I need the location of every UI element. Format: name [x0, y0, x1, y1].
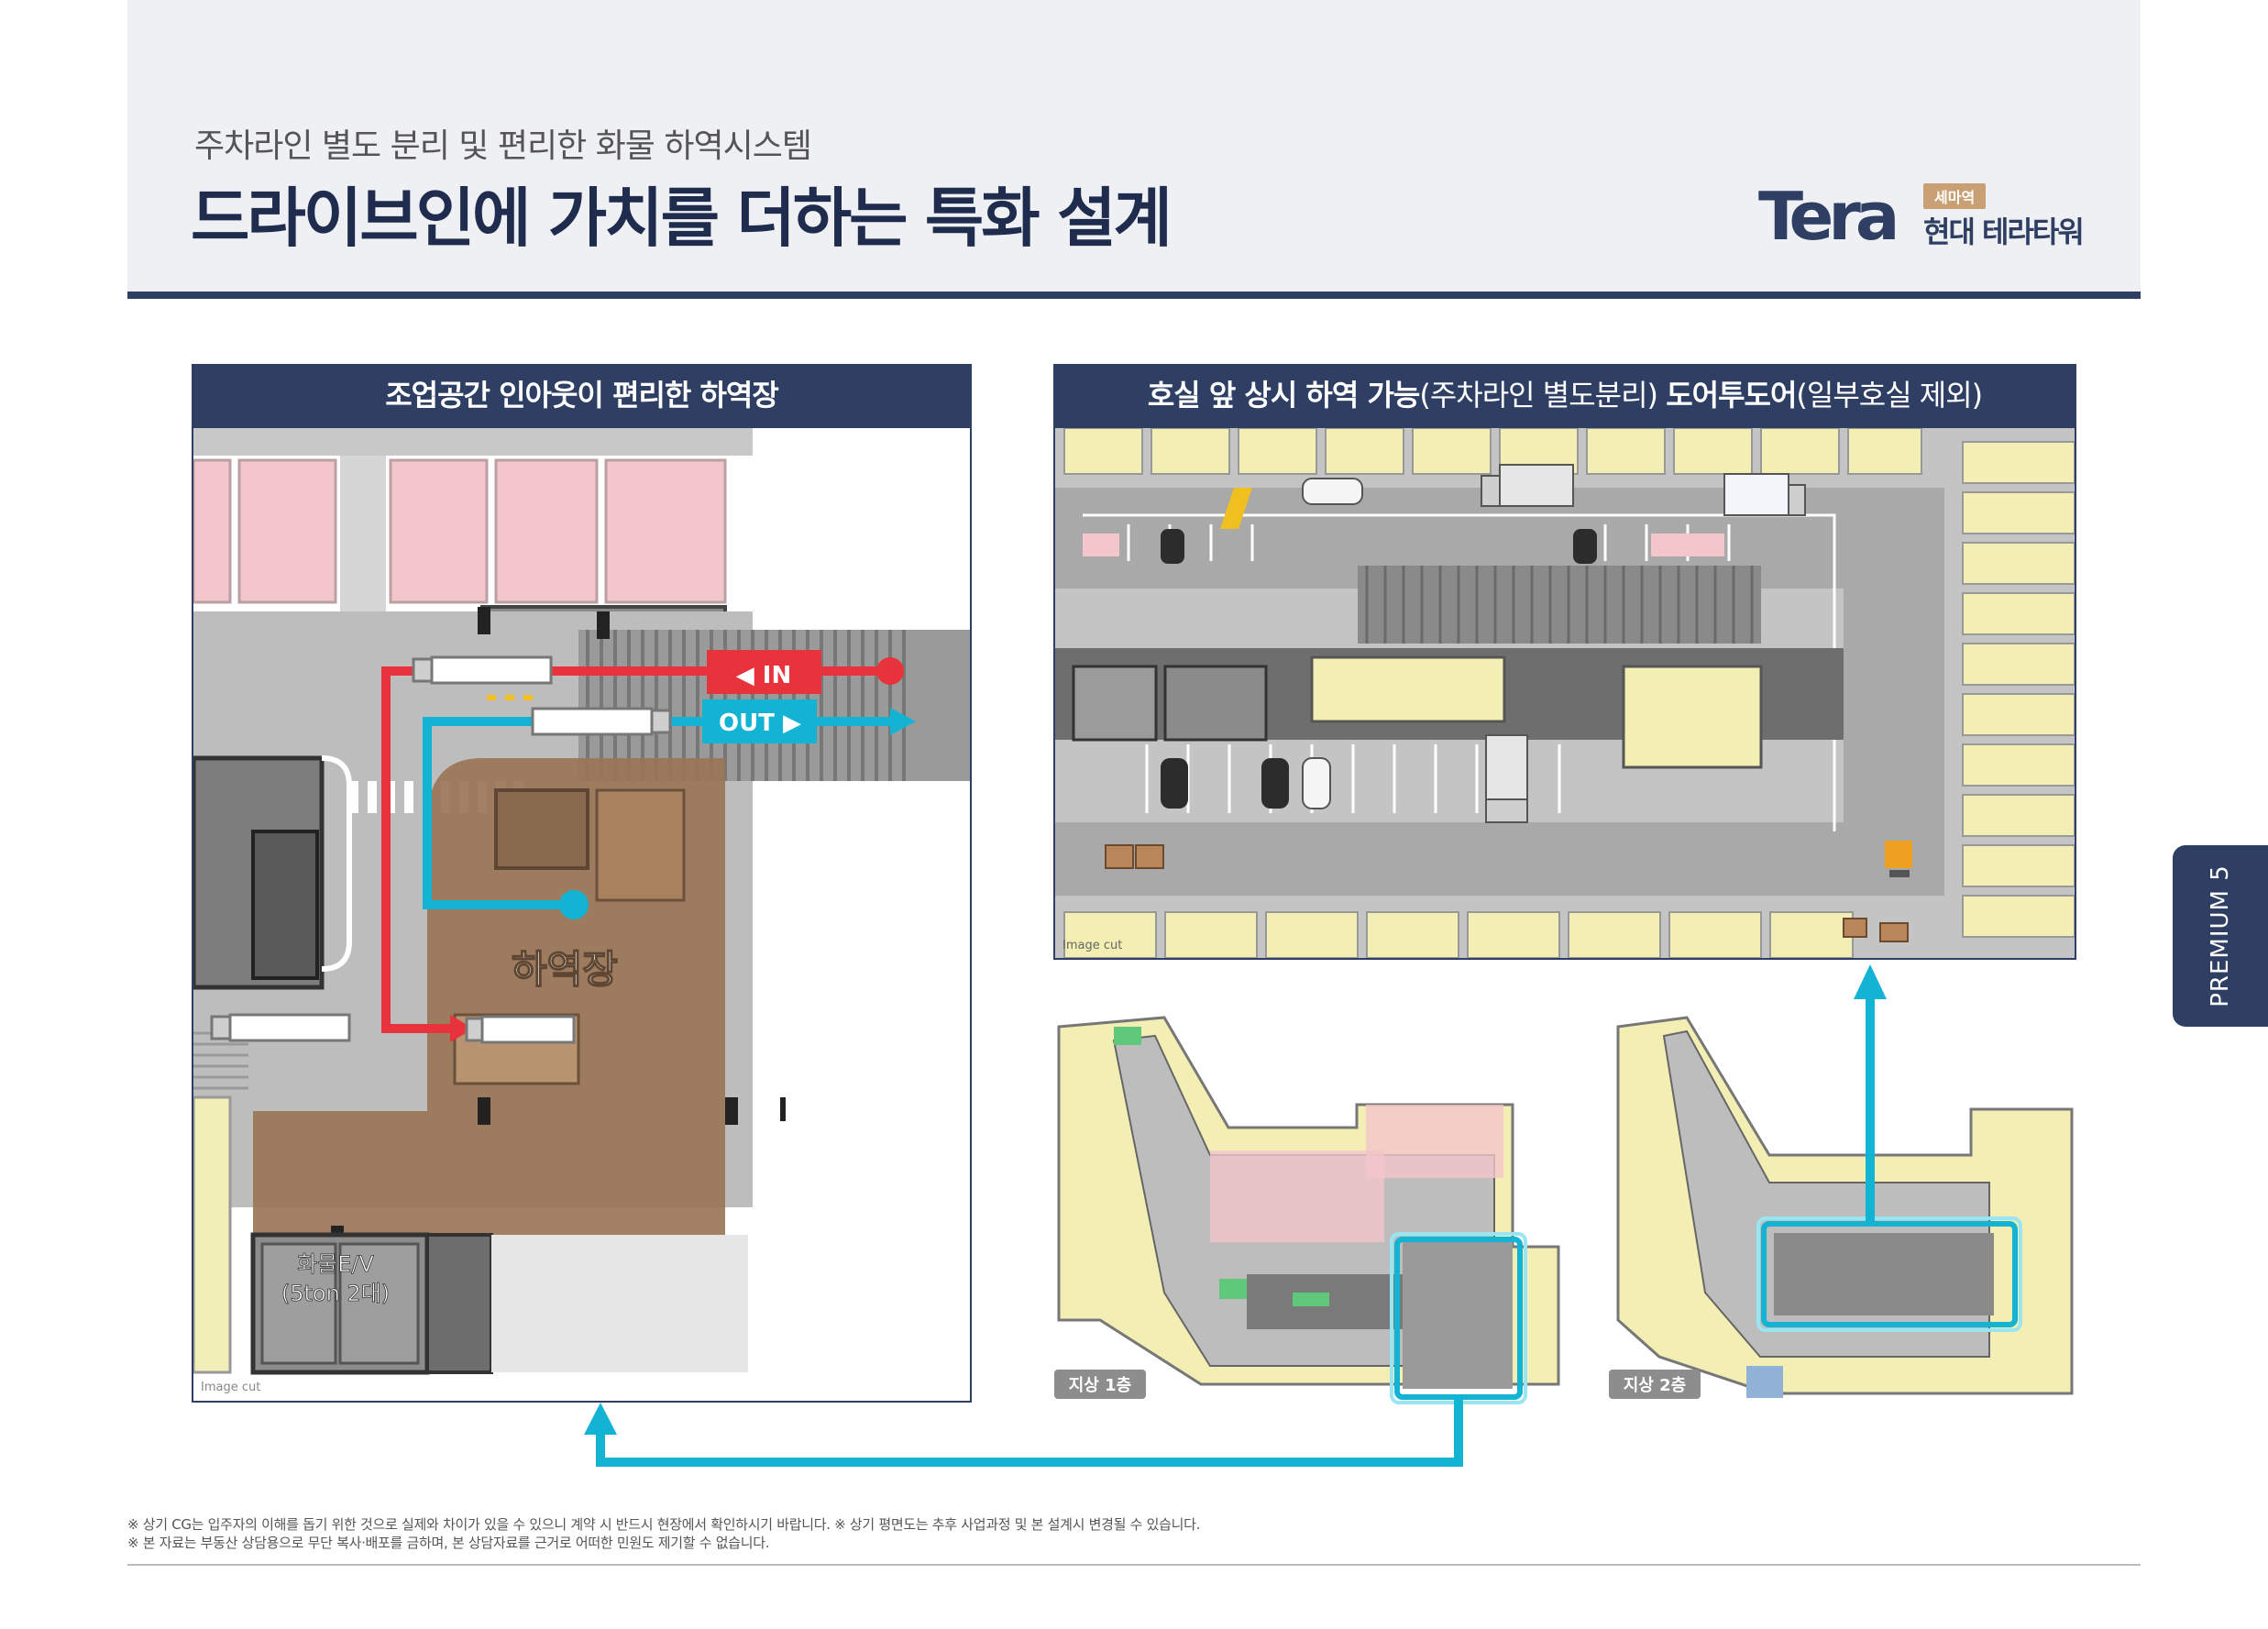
page-subtitle: 주차라인 별도 분리 및 편리한 화물 하역시스템 [194, 127, 812, 165]
delivery-truck [1485, 734, 1528, 823]
left-panel-heading: 조업공간 인아웃이 편리한 하역장 [192, 364, 972, 426]
premium-tab: PREMIUM 5 [2173, 845, 2268, 1027]
forklift [1885, 841, 1912, 877]
header-divider [127, 292, 2141, 299]
elevator-label: 화물E/V [297, 1251, 374, 1277]
header-band [127, 0, 2141, 292]
logo-badge: 세마역 [1923, 183, 1987, 209]
out-label: OUT ▶ [719, 710, 801, 737]
logo-name: 현대 테라타워 [1923, 215, 2085, 249]
floor1-badge [1054, 1370, 1146, 1399]
heading-bold-part: 도어투도어 [1666, 378, 1797, 413]
page-title: 드라이브인에 가치를 더하는 특화 설계 [191, 181, 1173, 256]
truck [412, 655, 553, 685]
delivery-truck [1723, 473, 1806, 516]
delivery-truck [1481, 464, 1574, 507]
parking-floor-illustration: Image cut [1055, 427, 2075, 959]
floor2-connector-arrow [1854, 964, 1887, 1224]
parked-car [1302, 757, 1331, 809]
floor2-badge [1609, 1370, 1701, 1399]
truck [531, 707, 672, 736]
floor1-connector-arrow [584, 1397, 1463, 1467]
freight-elevator [250, 1232, 748, 1375]
footnote-line: ※ 상기 CG는 입주자의 이해를 돕기 위한 것으로 실제와 차이가 있을 수… [127, 1516, 1201, 1533]
logo-mark: Tera [1758, 178, 1900, 255]
truck [210, 1013, 351, 1042]
parked-car [1161, 529, 1184, 564]
floor2-dock-highlight [1761, 1221, 2018, 1327]
door-to-door-frame: Image cut [1053, 426, 2076, 960]
truck [465, 1015, 576, 1044]
loading-dock-area [253, 758, 725, 1235]
floor2-plan [1616, 1016, 2074, 1398]
dock-label: 하역장 [512, 947, 618, 992]
in-route-arrow [381, 650, 904, 1042]
parked-car [1161, 758, 1188, 809]
parked-car [1573, 529, 1597, 564]
floor1-plan [1057, 1016, 1560, 1389]
parked-car [1261, 758, 1289, 809]
image-cut-note: Image cut [1062, 939, 1122, 952]
image-cut-note: Image cut [201, 1381, 260, 1394]
loading-dock-illustration: ◀ IN OUT ▶ 하역장 화물E/V (5ton 2대) [191, 428, 970, 1401]
parked-car [1302, 478, 1363, 505]
footnote-line: ※ 본 자료는 부동산 상담용으로 무단 복사·배포를 금하며, 본 상담자료를… [127, 1535, 770, 1551]
footer-divider [127, 1564, 2141, 1566]
premium-tab-label: PREMIUM 5 [2207, 864, 2234, 1007]
brand-logo: Tera 세마역 현대 테라타워 [1758, 176, 2088, 251]
floor2-label: 지상 2층 [1624, 1376, 1686, 1395]
heading-light-part: (주차라인 별도분리) [1419, 378, 1667, 413]
heading-light-part: (일부호실 제외) [1796, 378, 1983, 413]
elevator-capacity: (5ton 2대) [281, 1281, 390, 1306]
right-panel-heading: 호실 앞 상시 하역 가능(주차라인 별도분리) 도어투도어(일부호실 제외) [1053, 364, 2076, 426]
heading-bold-part: 호실 앞 상시 하역 가능 [1147, 378, 1421, 413]
loading-dock-frame: ◀ IN OUT ▶ 하역장 화물E/V (5ton 2대) [191, 426, 972, 1403]
floor1-label: 지상 1층 [1069, 1376, 1131, 1395]
in-label: ◀ IN [736, 662, 791, 689]
